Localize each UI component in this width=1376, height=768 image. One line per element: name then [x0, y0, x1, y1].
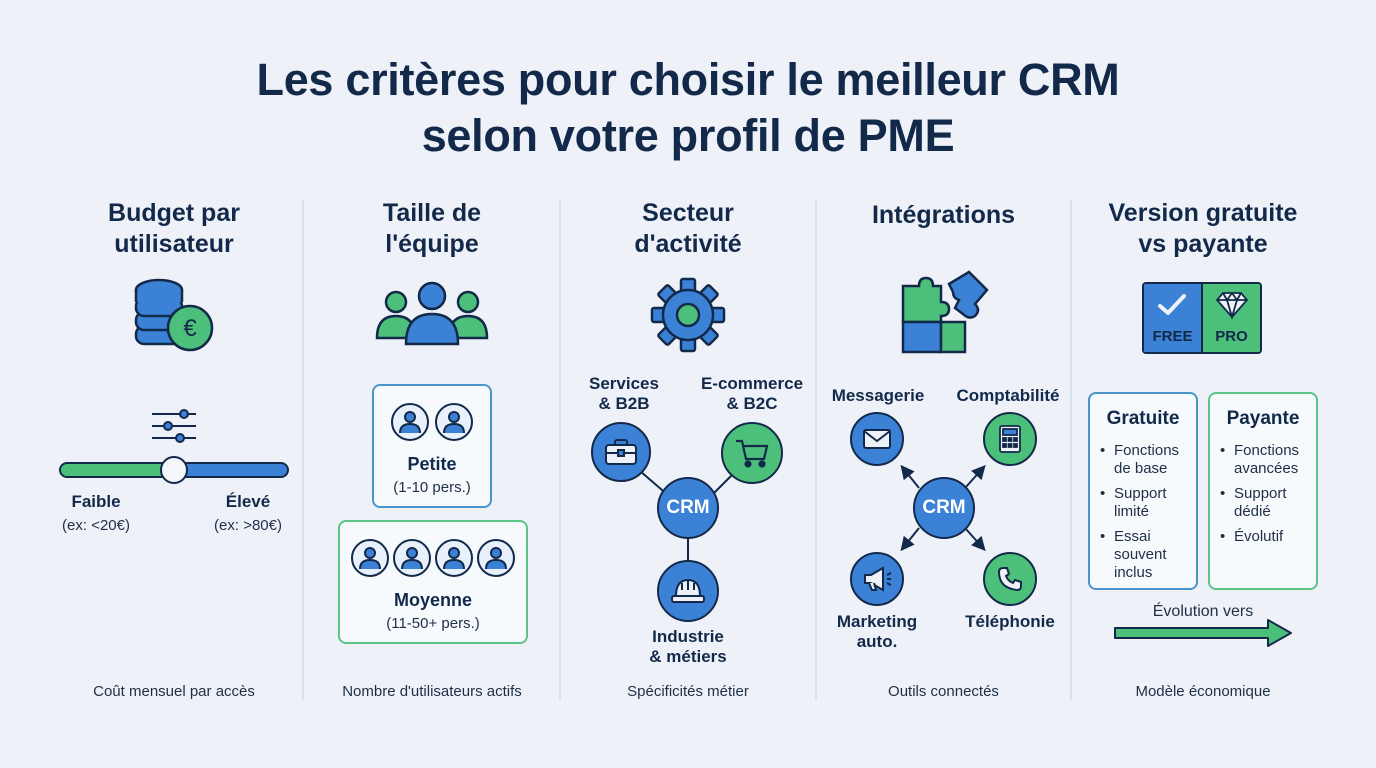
budget-column: Budget par utilisateur € Faible (ex: <20…	[46, 198, 302, 708]
paid-plan-title: Payante	[1226, 408, 1300, 429]
mail-icon	[850, 412, 904, 466]
divider	[302, 200, 304, 700]
svg-text:€: €	[183, 315, 197, 342]
list-item: Support limité	[1100, 485, 1194, 521]
sector-title: Secteur d'activité	[634, 199, 742, 258]
sector-crm-node: CRM	[657, 477, 719, 539]
sector-caption: Spécificités métier	[627, 683, 749, 700]
person-icons-medium	[351, 539, 515, 577]
arrow-right-icon	[1114, 619, 1292, 647]
version-title: Version gratuite vs payante	[1108, 199, 1298, 258]
version-column: Version gratuite vs payante FREE PRO Gra…	[1072, 198, 1334, 708]
paid-plan-list: Fonctions avancées Support dédié Évoluti…	[1220, 442, 1314, 553]
calculator-icon	[983, 412, 1037, 466]
list-item: Évolutif	[1220, 528, 1314, 546]
integrations-title: Intégrations	[871, 201, 1016, 229]
cart-icon	[721, 422, 783, 484]
integrations-accounting-label: Comptabilité	[956, 386, 1060, 405]
list-item: Support dédié	[1220, 485, 1314, 521]
phone-icon	[983, 552, 1037, 606]
budget-title: Budget par utilisateur	[108, 199, 240, 258]
integration-arrows	[900, 464, 986, 552]
budget-high-label: Élevé	[225, 492, 271, 511]
free-plan-box: Gratuite Fonctions de base Support limit…	[1088, 392, 1198, 590]
list-item: Fonctions avancées	[1220, 442, 1314, 478]
budget-high-example: (ex: >80€)	[214, 517, 282, 534]
sector-industry-label: Industrie & métiers	[649, 627, 727, 666]
person-icons-small	[391, 403, 473, 441]
briefcase-icon	[591, 422, 651, 482]
badge-free-label: FREE	[1152, 328, 1193, 345]
version-caption: Modèle économique	[1135, 683, 1271, 700]
team-small-label: Petite	[407, 454, 457, 474]
team-title: Taille de l'équipe	[382, 199, 482, 258]
free-plan-list: Fonctions de base Support limité Essai s…	[1100, 442, 1194, 589]
free-pro-badge: FREE PRO	[1142, 282, 1262, 354]
integrations-column: Intégrations Messagerie Com	[817, 198, 1070, 708]
team-small-box: Petite (1-10 pers.)	[372, 384, 492, 508]
coins-euro-icon: €	[134, 278, 214, 352]
team-column: Taille de l'équipe Petite (1-10 pers.)	[304, 198, 560, 708]
free-plan-title: Gratuite	[1106, 408, 1180, 429]
title-line-2: selon votre profil de PME	[421, 110, 955, 161]
badge-pro-half: PRO	[1203, 284, 1260, 352]
team-icon	[375, 281, 489, 346]
team-medium-label: Moyenne	[393, 590, 472, 610]
upgrade-arrow-label: Évolution vers	[1152, 603, 1254, 620]
megaphone-icon	[850, 552, 904, 606]
integrations-phone-label: Téléphonie	[965, 612, 1055, 631]
team-small-range: (1-10 pers.)	[393, 479, 471, 496]
diamond-icon	[1215, 291, 1249, 320]
budget-low-label: Faible	[71, 492, 121, 511]
list-item: Fonctions de base	[1100, 442, 1194, 478]
page-title: Les critères pour choisir le meilleur CR…	[0, 52, 1376, 164]
divider	[815, 200, 817, 700]
slider-settings-icon	[152, 409, 196, 443]
team-medium-range: (11-50+ pers.)	[386, 615, 480, 632]
sector-services-label: Services & B2B	[589, 374, 659, 413]
integrations-marketing-label: Marketing auto.	[836, 612, 918, 651]
integrations-caption: Outils connectés	[888, 683, 999, 700]
budget-low-example: (ex: <20€)	[62, 517, 130, 534]
badge-free-half: FREE	[1144, 284, 1203, 352]
paid-plan-box: Payante Fonctions avancées Support dédié…	[1208, 392, 1318, 590]
divider	[1070, 200, 1072, 700]
team-medium-box: Moyenne (11-50+ pers.)	[338, 520, 528, 644]
hard-hat-icon	[657, 560, 719, 622]
integrations-messaging-label: Messagerie	[831, 386, 925, 405]
gear-icon	[650, 277, 726, 353]
sector-column: Secteur d'activité Services &	[561, 198, 815, 708]
integrations-crm-node: CRM	[913, 477, 975, 539]
puzzle-icon	[901, 270, 989, 354]
title-line-1: Les critères pour choisir le meilleur CR…	[256, 54, 1120, 105]
list-item: Essai souvent inclus	[1100, 528, 1194, 582]
badge-pro-label: PRO	[1215, 328, 1248, 345]
check-icon	[1158, 294, 1186, 315]
budget-caption: Coût mensuel par accès	[93, 683, 255, 700]
team-caption: Nombre d'utilisateurs actifs	[342, 683, 522, 700]
divider	[559, 200, 561, 700]
budget-slider[interactable]	[58, 456, 290, 486]
sector-ecommerce-label: E-commerce & B2C	[700, 374, 804, 413]
